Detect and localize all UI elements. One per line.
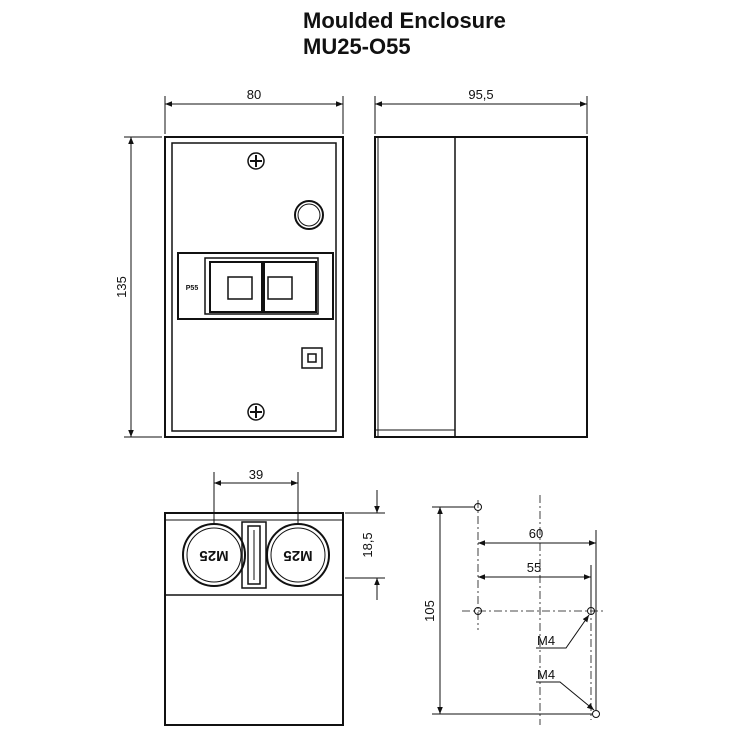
gland-left-label: M25 <box>199 547 228 564</box>
mount-hole-top-icon <box>474 503 482 511</box>
screw-top-icon <box>247 152 265 170</box>
gland-right-label: M25 <box>283 547 312 564</box>
mounting-plan <box>432 495 605 725</box>
front-inner-outline <box>171 142 337 432</box>
mount-inner-width-dim: 55 <box>527 560 541 575</box>
mount-hole-bottom-icon <box>592 710 600 718</box>
title-line-1: Moulded Enclosure <box>303 8 506 33</box>
reset-button-icon <box>301 347 323 369</box>
front-outer-outline <box>164 136 344 438</box>
mount-outer-width-dim: 60 <box>529 526 543 541</box>
front-width-dim: 80 <box>247 87 261 102</box>
bottom-view <box>164 472 385 726</box>
gland-spacing-dim: 39 <box>249 467 263 482</box>
screw-upper-label: M4 <box>537 633 555 648</box>
side-outline <box>374 136 588 438</box>
title-line-2: MU25-O55 <box>303 34 411 59</box>
bottom-outline <box>164 512 344 726</box>
ip-rating-badge: P55 <box>186 285 199 292</box>
cable-gland-left-icon <box>182 523 246 587</box>
screw-lower-label: M4 <box>537 667 555 682</box>
mount-hole-mid-right-icon <box>587 607 595 615</box>
title-block: Moulded Enclosure MU25-O55 <box>303 8 506 60</box>
mount-height-dim: 105 <box>422 600 437 622</box>
front-view <box>124 96 344 438</box>
side-view <box>374 96 588 438</box>
side-depth-dim: 95,5 <box>468 87 493 102</box>
gland-height-dim: 18,5 <box>360 532 375 557</box>
cable-gland-right-icon <box>266 523 330 587</box>
front-height-dim: 135 <box>114 276 129 298</box>
indicator-lamp-icon <box>294 200 324 230</box>
mount-hole-mid-left-icon <box>474 607 482 615</box>
screw-bottom-icon <box>247 403 265 421</box>
switch-panel <box>177 252 334 320</box>
